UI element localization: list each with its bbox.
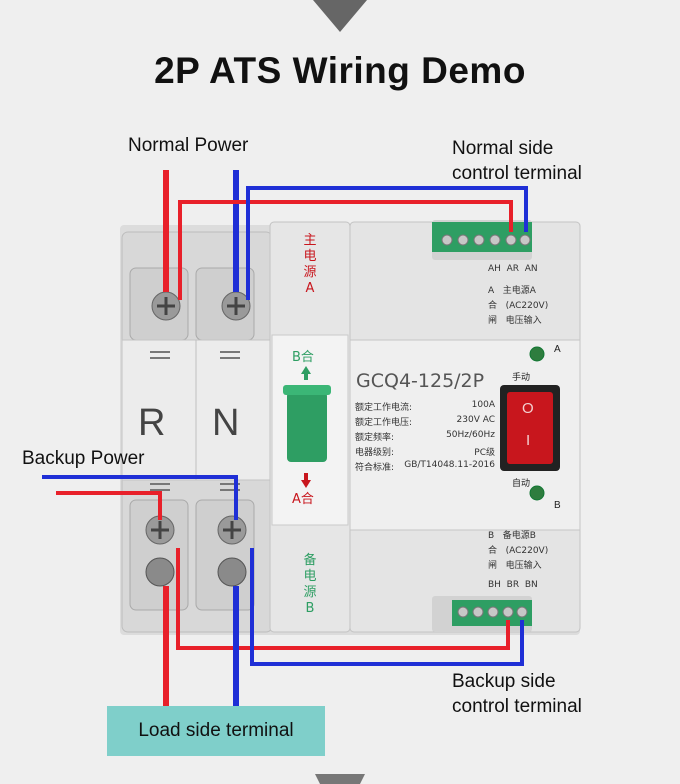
bottom-terminal-info-1: B 备电源B xyxy=(488,531,536,541)
top-triangle-decoration xyxy=(313,0,367,32)
normal-power-label: Normal Power xyxy=(128,135,249,156)
spec-row: 额定频率: 50Hz/60Hz xyxy=(355,430,495,445)
spec-name: 额定工作电流: xyxy=(355,403,413,413)
load-side-terminal-label: Load side terminal xyxy=(138,720,294,741)
spec-value: GB/T14048.11-2016 xyxy=(404,460,495,470)
normal-side-control-terminal-label: Normal side control terminal xyxy=(452,136,582,186)
manual-label: 手动 xyxy=(512,373,531,383)
main-source-char-3: 源 xyxy=(303,265,317,280)
spec-table: 额定工作电流: 100A 额定工作电压: 230V AC 额定频率: 50Hz/60H… xyxy=(355,400,495,475)
backup-source-label: 备 电 源 B xyxy=(300,553,320,617)
spec-row: 额定工作电流: 100A xyxy=(355,400,495,415)
top-terminal-codes: AH AR AN xyxy=(488,264,538,274)
spec-name: 额定工作电压: xyxy=(355,418,413,428)
indicator-a-label: A xyxy=(554,344,561,355)
bottom-terminal-codes: BH BR BN xyxy=(488,580,538,590)
top-terminal-info-2: 合 (AC220V) xyxy=(488,301,549,311)
spec-name: 额定频率: xyxy=(355,433,395,443)
spec-name: 电器级别: xyxy=(355,448,395,458)
normal-control-blue-wire xyxy=(246,186,528,300)
a-close-label: A合 xyxy=(292,492,314,507)
main-source-letter: A xyxy=(305,281,315,296)
spec-value: 50Hz/60Hz xyxy=(446,430,495,440)
auto-label: 自动 xyxy=(512,479,531,489)
spec-value: 230V AC xyxy=(456,415,495,425)
page-title: 2P ATS Wiring Demo xyxy=(154,50,526,91)
pole-r-label: R xyxy=(138,402,166,444)
model-label: GCQ4-125/2P xyxy=(356,370,485,392)
main-source-char-2: 电 xyxy=(303,249,317,264)
bottom-terminal-info-3: 闸 电压输入 xyxy=(488,561,542,571)
rocker-switch-off-mark[interactable]: I xyxy=(526,432,531,449)
bottom-terminal-info-2: 合 (AC220V) xyxy=(488,546,549,556)
backup-source-char-1: 备 xyxy=(303,553,317,568)
spec-name: 符合标准: xyxy=(355,463,395,473)
backup-control-blue-wire xyxy=(250,548,524,666)
backup-power-label: Backup Power xyxy=(22,448,145,469)
main-source-char-1: 主 xyxy=(303,233,317,248)
bottom-triangle-decoration xyxy=(315,774,365,784)
load-side-terminal-box: Load side terminal xyxy=(107,706,325,756)
top-terminal-info-3: 闸 电压输入 xyxy=(488,316,542,326)
normal-side-line-1: Normal side xyxy=(452,138,554,159)
spec-row: 符合标准: GB/T14048.11-2016 xyxy=(355,460,495,475)
spec-row: 电器级别: PC级 xyxy=(355,445,495,460)
backup-power-blue-wire xyxy=(42,475,238,520)
backup-side-line-2: control terminal xyxy=(452,696,582,717)
backup-side-line-1: Backup side xyxy=(452,671,556,692)
spec-value: 100A xyxy=(471,400,495,410)
backup-source-letter: B xyxy=(305,601,315,616)
backup-source-char-2: 电 xyxy=(303,569,317,584)
backup-control-red-wire xyxy=(176,548,510,650)
main-source-label: 主 电 源 A xyxy=(300,233,320,297)
spec-value: PC级 xyxy=(474,448,495,458)
indicator-b-label: B xyxy=(554,500,561,511)
spec-row: 额定工作电压: 230V AC xyxy=(355,415,495,430)
pole-n-label: N xyxy=(212,402,240,444)
top-terminal-info-1: A 主电源A xyxy=(488,286,536,296)
rocker-switch-on-mark[interactable]: O xyxy=(522,400,534,417)
b-close-label: B合 xyxy=(292,350,314,365)
normal-control-red-wire xyxy=(178,200,513,300)
backup-power-red-wire xyxy=(56,491,162,520)
normal-side-line-2: control terminal xyxy=(452,163,582,184)
backup-side-control-terminal-label: Backup side control terminal xyxy=(452,669,582,719)
backup-source-char-3: 源 xyxy=(303,585,317,600)
